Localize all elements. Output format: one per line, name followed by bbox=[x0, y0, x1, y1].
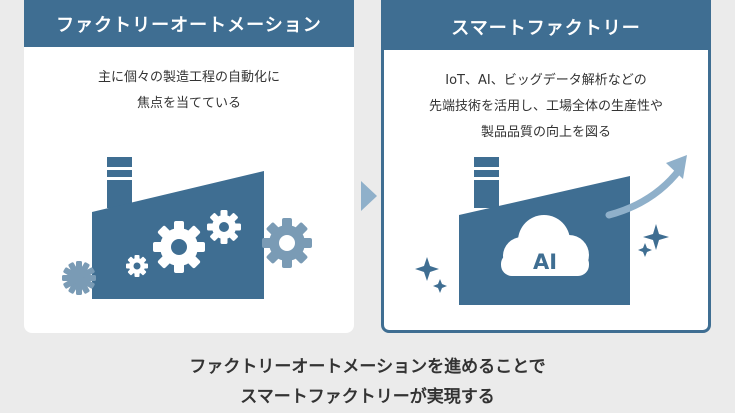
chimney bbox=[107, 157, 132, 167]
sparkle-icon bbox=[643, 224, 669, 250]
smart-factory-title: スマートファクトリー bbox=[381, 3, 711, 50]
description-line: 製品品質の向上を図る bbox=[480, 125, 611, 140]
gear-small-icon bbox=[126, 255, 148, 277]
smart-factory-description: IoT、AI、ビッグデータ解析などの 先端技術を活用し、工場全体の生産性や 製品… bbox=[384, 68, 708, 146]
transition-arrow-icon bbox=[361, 181, 377, 211]
conclusion-line: ファクトリーオートメーションを進めることで bbox=[189, 357, 546, 377]
ai-label: AI bbox=[533, 250, 557, 274]
conclusion-line: スマートファクトリーが実現する bbox=[240, 387, 495, 407]
gear-large-icon bbox=[153, 221, 205, 273]
gear-outside-left-icon bbox=[62, 261, 96, 295]
sparkle-icon bbox=[433, 279, 447, 293]
sparkle-icon bbox=[415, 257, 439, 281]
smart-factory-illustration: AI bbox=[415, 155, 687, 305]
chimney bbox=[474, 157, 499, 167]
description-line: 先端技術を活用し、工場全体の生産性や bbox=[428, 99, 663, 114]
conclusion-text: ファクトリーオートメーションを進めることで スマートファクトリーが実現する bbox=[0, 352, 735, 412]
description-line: IoT、AI、ビッグデータ解析などの bbox=[445, 73, 647, 88]
smart-factory-panel: スマートファクトリー IoT、AI、ビッグデータ解析などの 先端技術を活用し、工… bbox=[381, 0, 711, 333]
growth-arrow-icon bbox=[605, 165, 684, 219]
ai-cloud-icon: AI bbox=[501, 215, 589, 276]
gear-outside-right-icon bbox=[262, 218, 312, 268]
factory-automation-title: ファクトリーオートメーション bbox=[24, 0, 354, 47]
factory-automation-panel: ファクトリーオートメーション 主に個々の製造工程の自動化に 焦点を当てている bbox=[24, 0, 354, 333]
gear-medium-icon bbox=[207, 210, 241, 244]
automated-factory-illustration bbox=[62, 157, 312, 299]
description-line: 焦点を当てている bbox=[136, 96, 241, 111]
description-line: 主に個々の製造工程の自動化に bbox=[97, 70, 280, 85]
sparkle-icon bbox=[638, 243, 652, 257]
factory-automation-description: 主に個々の製造工程の自動化に 焦点を当てている bbox=[24, 65, 354, 117]
